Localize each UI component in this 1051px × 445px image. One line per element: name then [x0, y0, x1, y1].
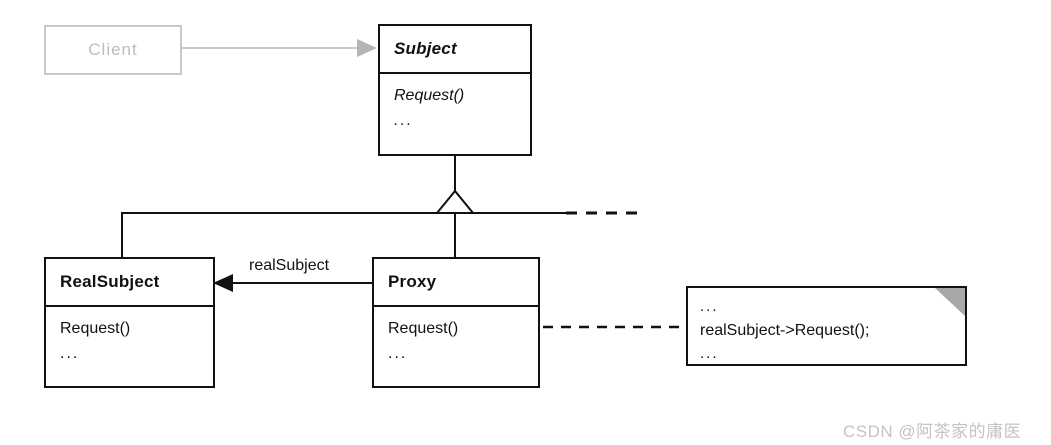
- class-name-proxy: Proxy: [388, 272, 437, 291]
- operation-item: ...: [60, 344, 80, 362]
- class-name-client: Client: [88, 40, 138, 59]
- watermark-text: CSDN @阿茶家的庸医: [843, 422, 1022, 441]
- operation-item: Request(): [60, 320, 131, 337]
- note-line: ...: [700, 344, 719, 362]
- class-box-realsubject[interactable]: RealSubject Request() ...: [44, 257, 215, 388]
- class-box-client[interactable]: Client: [44, 25, 182, 75]
- class-box-proxy[interactable]: Proxy Request() ...: [372, 257, 540, 388]
- class-name-subject: Subject: [394, 39, 457, 58]
- operation-item: Request(): [394, 87, 465, 104]
- class-divider-realsubject: [46, 305, 213, 307]
- note-body: ... realSubject->Request(); ...: [688, 288, 965, 365]
- operation-item: ...: [388, 344, 408, 362]
- note-line: ...: [700, 298, 719, 315]
- class-operations-proxy: Request() ...: [374, 307, 538, 367]
- class-name-realsubject: RealSubject: [60, 272, 160, 291]
- class-divider-subject: [380, 72, 530, 74]
- note-fold-icon: [935, 288, 965, 316]
- note-box-proxy-request[interactable]: ... realSubject->Request(); ...: [686, 286, 967, 366]
- edge-client-to-subject: [182, 39, 377, 57]
- class-operations-realsubject: Request() ...: [46, 307, 213, 367]
- class-divider-proxy: [374, 305, 538, 307]
- edge-subject-to-generalization: [434, 156, 476, 214]
- note-line: realSubject->Request();: [700, 321, 870, 339]
- edge-proxy-to-realsubject: [213, 274, 372, 292]
- operation-item: ...: [394, 111, 414, 129]
- class-box-subject[interactable]: Subject Request() ...: [378, 24, 532, 156]
- operation-item: Request(): [388, 320, 459, 337]
- class-operations-subject: Request() ...: [380, 74, 530, 134]
- association-role-label: realSubject: [246, 257, 333, 275]
